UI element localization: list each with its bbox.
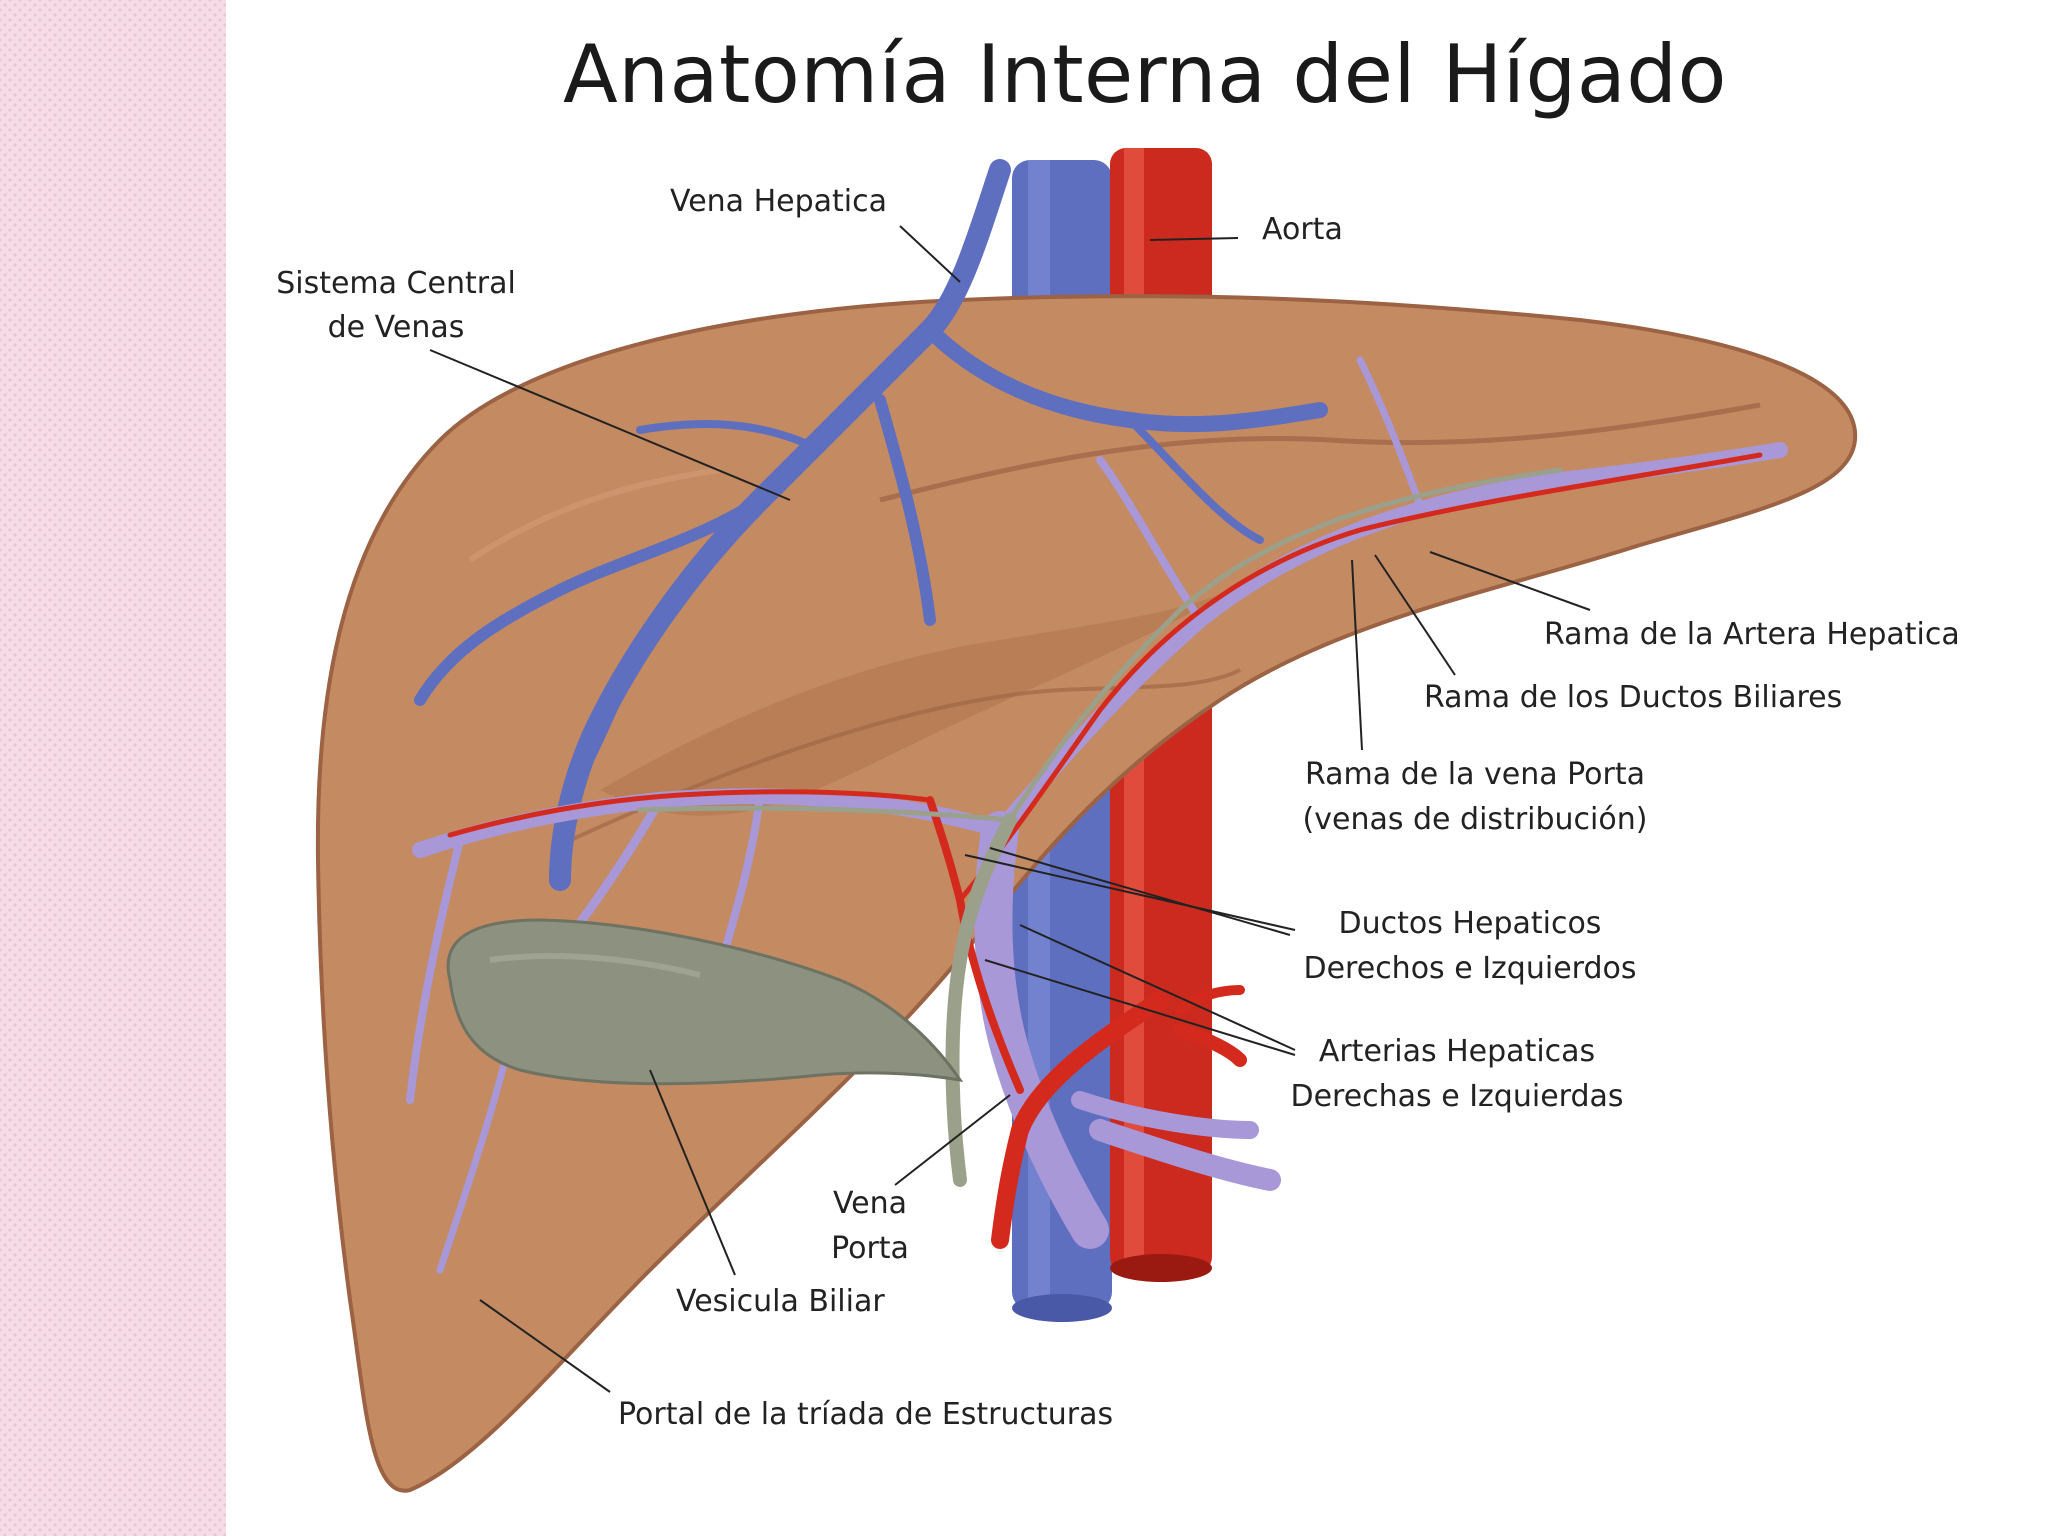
label-ductos-1: Ductos Hepaticos (1338, 906, 1602, 941)
portal-vein-branches (406, 356, 1788, 1274)
leader-lines (429, 225, 1591, 1393)
label-rama-arteria: Rama de la Artera Hepatica (1544, 617, 1960, 652)
label-rama-vena-1: Rama de la vena Porta (1304, 757, 1645, 792)
label-arterias-1: Arterias Hepaticas (1318, 1034, 1596, 1069)
page-title: Anatomía Interna del Hígado (563, 28, 1727, 121)
label-sistema-central-1: Sistema Central (276, 266, 516, 301)
label-aorta: Aorta (1262, 212, 1343, 247)
hepatic-vein-branches (414, 159, 1328, 891)
label-rama-vena-2: (venas de distribución) (1302, 802, 1648, 837)
hepatic-artery-branches (447, 452, 1763, 1249)
label-vena-porta-1: Vena (832, 1186, 908, 1221)
label-arterias-2: Derechas e Izquierdas (1290, 1079, 1624, 1114)
label-portal-triada: Portal de la tríada de Estructuras (618, 1397, 1114, 1432)
label-ductos-2: Derechos e Izquierdos (1303, 951, 1637, 986)
label-sistema-central-2: de Venas (327, 310, 465, 345)
label-vena-hepatica: Vena Hepatica (670, 184, 888, 219)
gallbladder (446, 918, 964, 1086)
label-rama-ductos: Rama de los Ductos Biliares (1424, 680, 1843, 715)
label-vena-porta-2: Porta (831, 1231, 909, 1266)
label-vesicula: Vesicula Biliar (676, 1284, 885, 1319)
decorative-side-strip (0, 0, 226, 1536)
